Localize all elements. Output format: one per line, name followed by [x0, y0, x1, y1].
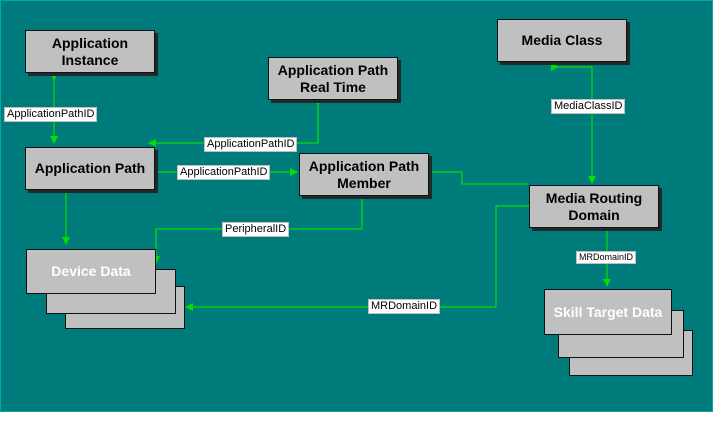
entity-application-path-member[interactable]: Application Path Member	[299, 153, 429, 196]
entity-media-routing-domain[interactable]: Media Routing Domain	[529, 185, 659, 228]
entity-application-instance[interactable]: Application Instance	[25, 30, 155, 73]
label-mrd-device-data: MRDomainID	[368, 299, 441, 314]
entity-application-path-label: Application Path	[34, 160, 146, 176]
entity-device-data[interactable]: Device Data	[26, 249, 156, 294]
entity-application-path-real-time-label: Application Path Real Time	[277, 61, 389, 95]
connector-member-mrd	[429, 171, 528, 185]
label-real-time-app-path: ApplicationPathID	[204, 137, 298, 152]
entity-skill-target-data-label: Skill Target Data	[553, 303, 663, 320]
label-app-instance-app-path: ApplicationPathID	[4, 107, 98, 122]
label-app-path-member: ApplicationPathID	[177, 165, 271, 180]
entity-device-data-label: Device Data	[51, 263, 131, 279]
connector-mrd-device-data	[185, 202, 534, 311]
entity-application-path-real-time[interactable]: Application Path Real Time	[268, 57, 398, 100]
entity-media-routing-domain-label: Media Routing Domain	[545, 189, 643, 223]
label-media-class-mrd: MediaClassID	[551, 99, 626, 114]
diagram-canvas: Application Instance Application Path Re…	[0, 0, 713, 412]
entity-application-path[interactable]: Application Path	[25, 147, 155, 190]
entity-media-class[interactable]: Media Class	[497, 19, 627, 62]
label-mrd-skill-target: MRDomainID	[576, 251, 637, 264]
connector-media-class-mrd	[551, 63, 596, 184]
label-member-device-data: PeripheralID	[222, 222, 290, 237]
entity-application-path-member-label: Application Path Member	[308, 157, 420, 191]
entity-application-instance-label: Application Instance	[51, 34, 129, 68]
entity-skill-target-data[interactable]: Skill Target Data	[544, 289, 672, 335]
entity-media-class-label: Media Class	[521, 32, 603, 48]
